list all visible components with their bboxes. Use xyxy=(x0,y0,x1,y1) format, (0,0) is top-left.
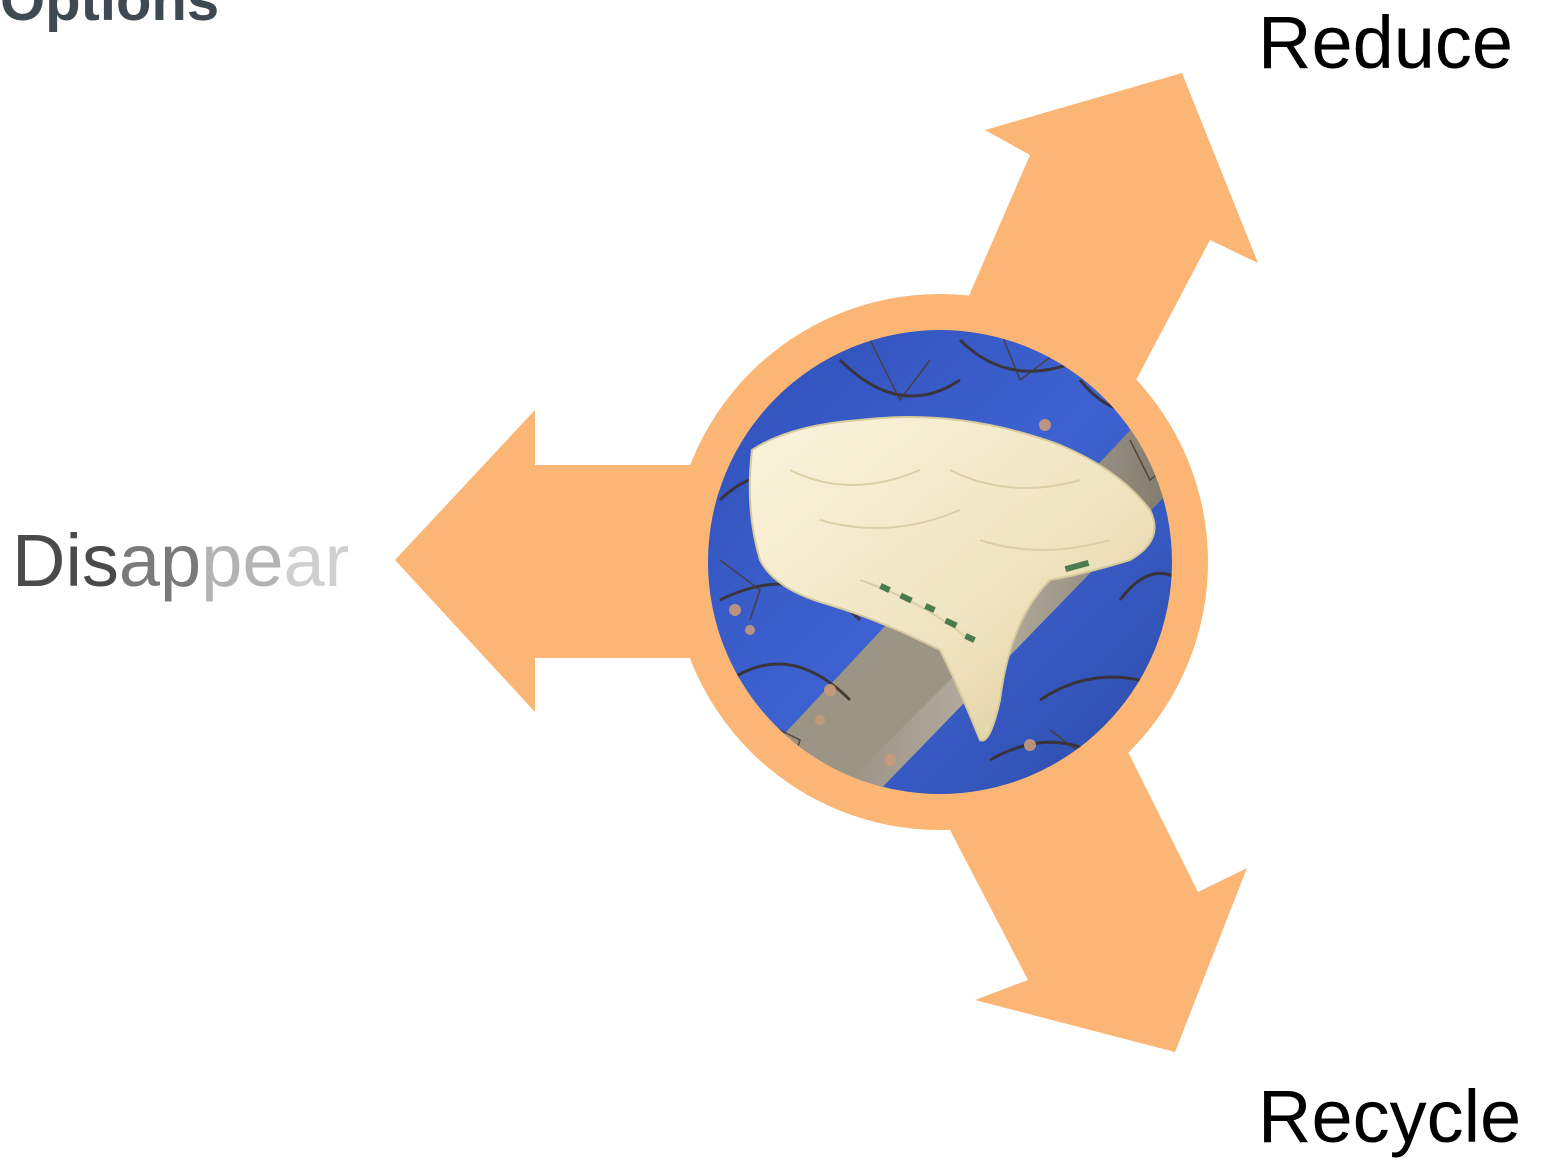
disappear-part-3: pe xyxy=(201,519,283,602)
option-disappear-label: Disappear xyxy=(12,524,349,598)
arrow-disappear xyxy=(395,410,700,712)
option-recycle-label: Recycle xyxy=(1258,1080,1521,1154)
disappear-part-1: Dis xyxy=(12,519,119,602)
option-reduce-label: Reduce xyxy=(1258,6,1513,80)
disappear-part-2: ap xyxy=(119,519,201,602)
disappear-part-4: ar xyxy=(284,519,350,602)
